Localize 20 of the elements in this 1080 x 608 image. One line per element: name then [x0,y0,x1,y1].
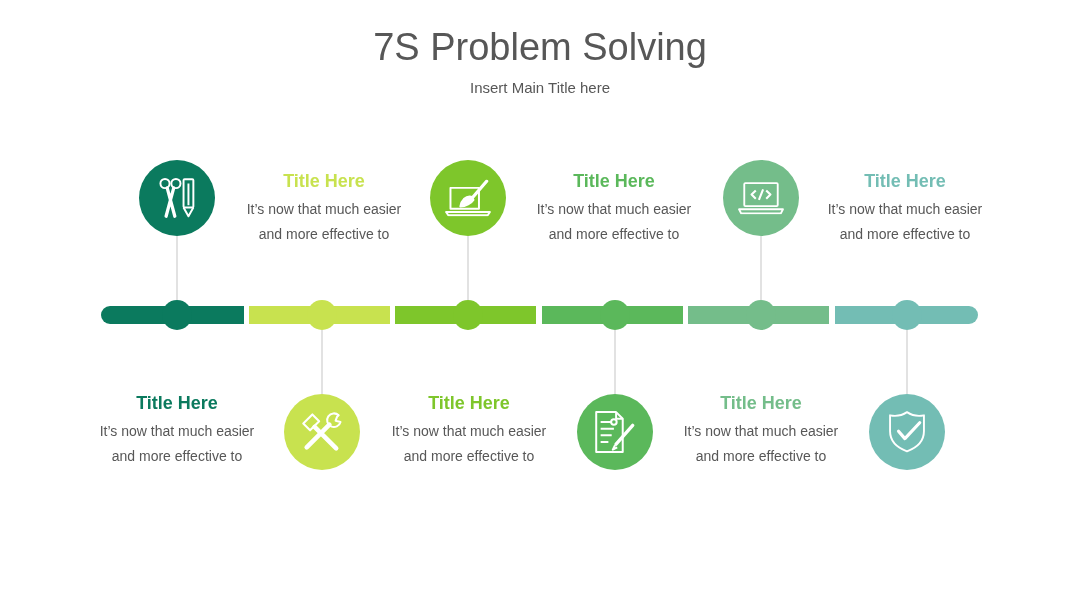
timeline-segment [395,300,536,330]
step-title: Title Here [573,170,655,192]
timeline-segment [542,300,683,330]
timeline-segment [688,300,829,330]
step-title: Title Here [720,392,802,414]
step-description: It’s now that much easier and more effective to [98,422,256,466]
step-description: It’s now that much easier and more effective to [682,422,840,466]
step-title: Title Here [428,392,510,414]
step-title: Title Here [136,392,218,414]
step-title: Title Here [864,170,946,192]
step-description: It’s now that much easier and more effective to [390,422,548,466]
timeline-segment [101,300,244,330]
timeline-segment [835,300,978,330]
step-title: Title Here [283,170,365,192]
step-description: It’s now that much easier and more effective to [245,200,403,244]
step-description: It’s now that much easier and more effective to [826,200,984,244]
timeline-segment [249,300,390,330]
step-description: It’s now that much easier and more effective to [535,200,693,244]
subtitle: Insert Main Title here [469,79,611,97]
diagram-title: 7S Problem Solving [373,25,707,70]
